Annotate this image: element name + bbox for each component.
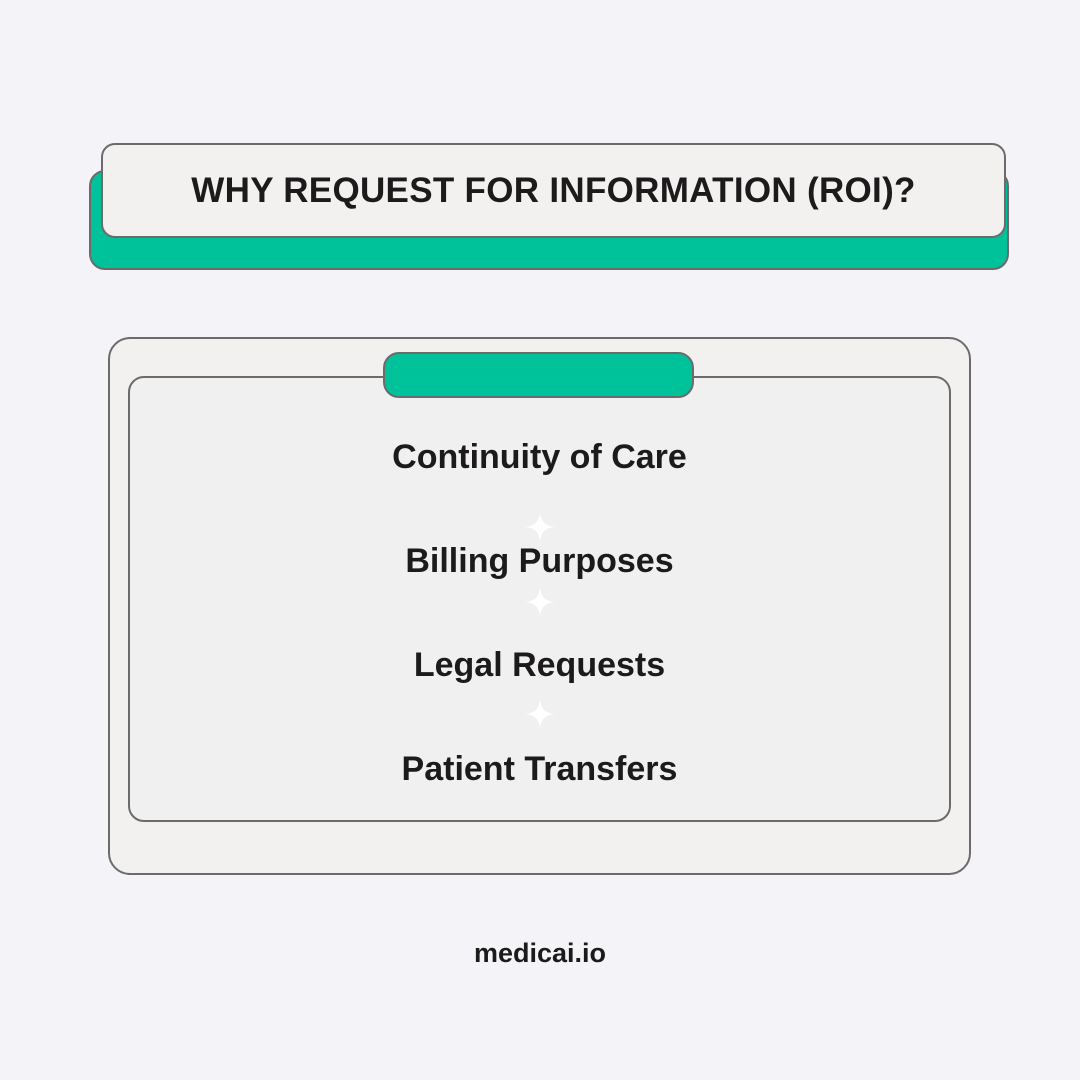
list-item-patient-transfers: Patient Transfers (401, 750, 678, 788)
list-item-legal-requests: Legal Requests (413, 646, 666, 684)
sparkle-icon (525, 512, 555, 542)
panel-tab-accent (383, 352, 694, 398)
list-item-continuity-of-care: Continuity of Care (392, 438, 687, 476)
page-title: WHY REQUEST FOR INFORMATION (ROI)? (191, 170, 916, 210)
sparkle-icon (525, 587, 555, 617)
title-banner: WHY REQUEST FOR INFORMATION (ROI)? (101, 143, 1006, 238)
sparkle-icon (525, 699, 555, 729)
brand-footer: medicai.io (473, 938, 607, 968)
list-item-billing-purposes: Billing Purposes (405, 542, 674, 580)
